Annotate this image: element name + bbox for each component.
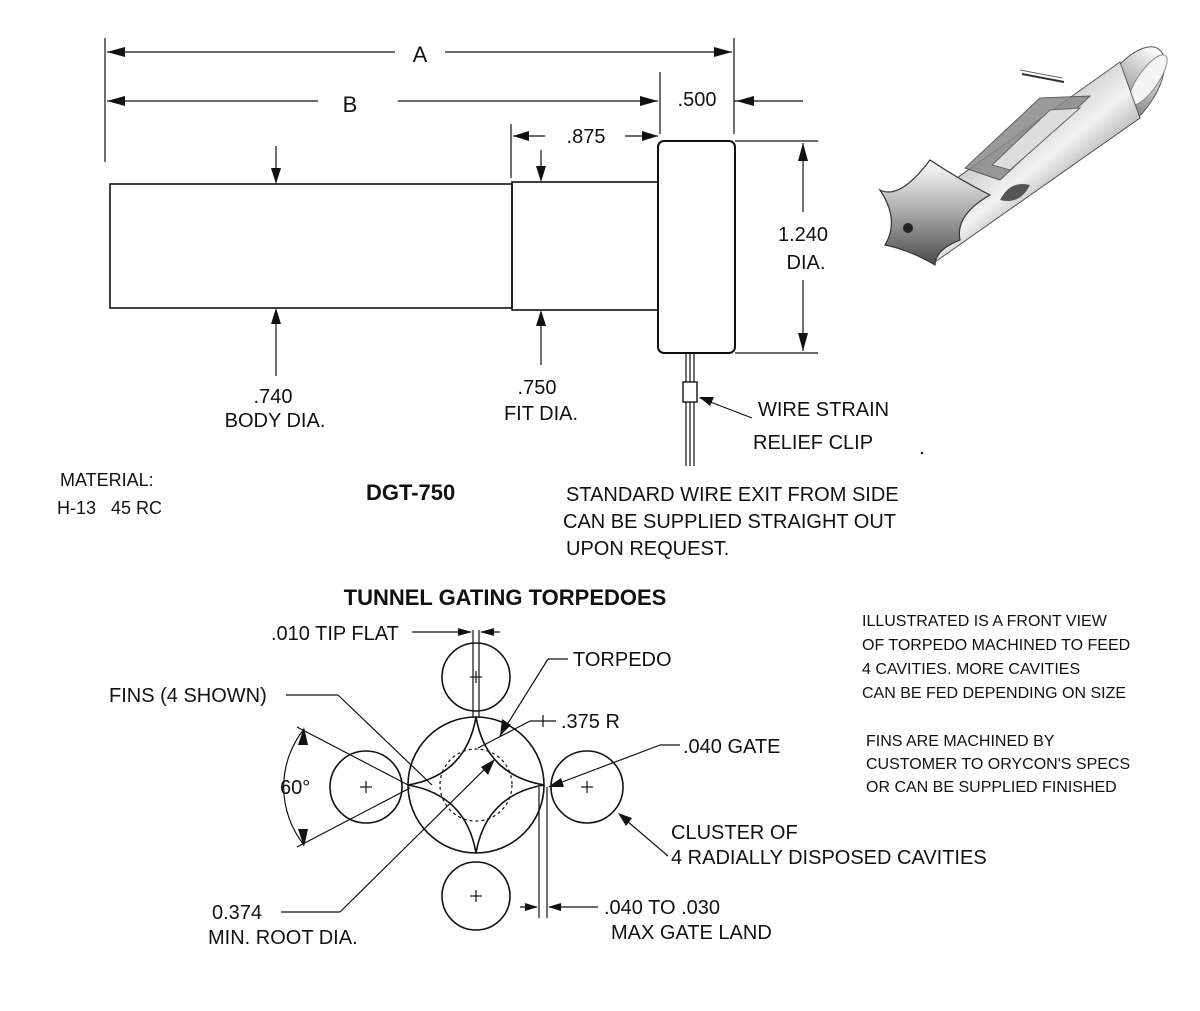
fit-dia-value: .750 [518, 377, 557, 399]
radius-label: .375 R [561, 711, 620, 733]
wire-exit-note-2: CAN BE SUPPLIED STRAIGHT OUT [563, 511, 896, 533]
arrowhead [736, 96, 754, 106]
root-dia-leader [339, 759, 495, 913]
root-dia-label: MIN. ROOT DIA. [208, 927, 358, 949]
arrowhead [513, 131, 529, 141]
fins-note-3: OR CAN BE SUPPLIED FINISHED [866, 779, 1117, 796]
material-label: MATERIAL: [60, 470, 154, 490]
gate-label: .040 GATE [683, 736, 780, 758]
fit-length-label: .875 [567, 126, 606, 148]
torpedo-label: TORPEDO [573, 649, 672, 671]
arrowhead [536, 166, 546, 182]
front-view-title: TUNNEL GATING TORPEDOES [344, 585, 667, 610]
body-dia-value: .740 [254, 386, 293, 408]
angle-line-lower [296, 787, 411, 848]
wire-clip-label-1: WIRE STRAIN [758, 399, 889, 421]
flange-length-label: .500 [678, 89, 717, 111]
arrowhead [481, 759, 495, 775]
arrowhead [480, 628, 494, 636]
fins-note-1: FINS ARE MACHINED BY [866, 733, 1055, 750]
flange-dia-unit: DIA. [787, 252, 826, 274]
arrowhead [714, 47, 732, 57]
radius-leader [477, 720, 531, 749]
arrowhead [107, 47, 125, 57]
fins-leader [337, 694, 433, 786]
angle-line-upper [296, 726, 411, 787]
arrowhead [298, 727, 308, 745]
gate-land-value: .040 TO .030 [604, 897, 720, 919]
cavity-top [441, 642, 511, 712]
render-torpedo-tip [878, 159, 992, 267]
torpedo-circle [407, 716, 545, 854]
torpedo-fit-section [511, 181, 659, 311]
arrowhead [548, 903, 561, 911]
gate-land-label: MAX GATE LAND [611, 922, 772, 944]
root-dia-circle [439, 748, 513, 822]
fins-note-2: CUSTOMER TO ORYCON'S SPECS [866, 756, 1130, 773]
cavity-left [329, 750, 403, 824]
illustrated-note-2: OF TORPEDO MACHINED TO FEED [862, 637, 1130, 654]
arrowhead [536, 310, 546, 326]
illustrated-note-3: 4 CAVITIES. MORE CAVITIES [862, 661, 1080, 678]
body-dia-label: BODY DIA. [225, 410, 326, 432]
arrowhead [298, 829, 308, 847]
render-fin-relief [1000, 184, 1030, 201]
dimension-a-label: A [413, 42, 428, 67]
arrowhead [640, 96, 658, 106]
wire-clip-label-2: RELIEF CLIP [753, 432, 873, 454]
cavity-bottom [441, 861, 511, 931]
cluster-label-1: CLUSTER OF [671, 822, 798, 844]
illustrated-note-1: ILLUSTRATED IS A FRONT VIEW [862, 613, 1108, 630]
cluster-label-2: 4 RADIALLY DISPOSED CAVITIES [671, 847, 987, 869]
torpedo-fins [407, 716, 545, 854]
arrowhead [548, 778, 564, 787]
render-tip-hole [903, 223, 913, 233]
arrowhead [271, 308, 281, 324]
fins-label: FINS (4 SHOWN) [109, 685, 267, 707]
front-view: .010 TIP FLAT TORPEDO FINS (4 SHOWN) .37… [109, 623, 987, 949]
arrowhead [798, 143, 808, 161]
side-view: A B .500 .875 .740 BODY DIA. .750 [104, 38, 889, 466]
flange-dia-value: 1.240 [778, 224, 828, 246]
root-dia-value: 0.374 [212, 902, 262, 924]
arrowhead [798, 333, 808, 351]
render-wire [1021, 73, 1065, 83]
material-value: H-13 45 RC [57, 498, 162, 518]
wire-exit-note-3: UPON REQUEST. [566, 538, 729, 560]
arrowhead [458, 628, 472, 636]
arrowhead [618, 813, 632, 826]
arrowhead [699, 397, 714, 406]
angle-arc [283, 728, 305, 846]
fit-dia-label: FIT DIA. [504, 403, 578, 425]
wire-strain-relief-clip [682, 381, 698, 403]
torpedo-body [109, 183, 513, 309]
gate-leader [548, 744, 661, 788]
part-number: DGT-750 [366, 480, 455, 505]
torpedo-flange [657, 140, 736, 354]
render-wire [1019, 69, 1063, 79]
wire-exit-note-1: STANDARD WIRE EXIT FROM SIDE [566, 484, 899, 506]
tip-flat-label: .010 TIP FLAT [271, 623, 399, 645]
torpedo-3d-render [878, 46, 1168, 267]
dimension-b-label: B [343, 92, 358, 117]
angle-label: 60° [280, 777, 310, 799]
arrowhead [107, 96, 125, 106]
stray-dot [920, 451, 924, 455]
arrowhead [525, 903, 538, 911]
cavity-center-marks [360, 671, 593, 902]
arrowhead [642, 131, 658, 141]
illustrated-note-4: CAN BE FED DEPENDING ON SIZE [862, 685, 1126, 702]
render-slot-inner [991, 107, 1082, 171]
arrowhead [271, 168, 281, 184]
arrowhead [500, 719, 511, 736]
